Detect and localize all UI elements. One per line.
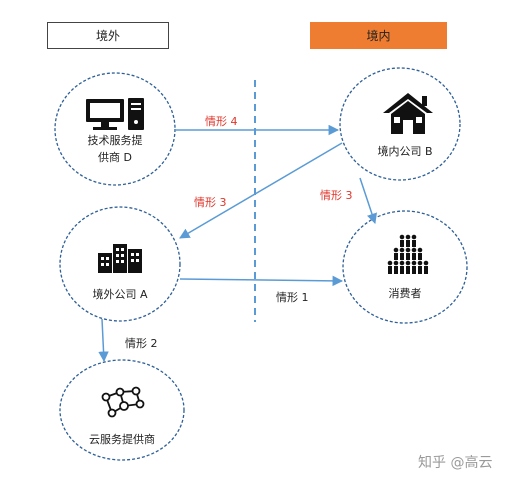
node-company-a-circle (59, 206, 181, 322)
arrow-case1 (179, 275, 344, 287)
case3-right-label: 情形 3 (320, 189, 353, 202)
node-company-b-circle (339, 67, 461, 181)
node-company-a-label: 境外公司 A (92, 288, 148, 301)
case1-label: 情形 1 (276, 291, 309, 304)
node-cloud-provider-label: 云服务提供商 (89, 433, 155, 446)
node-consumers-label: 消费者 (388, 287, 422, 300)
network-icon (101, 386, 145, 418)
arrow-case3-left (179, 142, 343, 239)
people-crowd-icon (387, 234, 429, 274)
node-consumers-circle (342, 210, 468, 324)
node-supplier-d-label: 技术服务提 供商 D (70, 132, 160, 166)
arrow-case2 (98, 318, 109, 363)
node-supplier-d-label-line2: 供商 D (98, 151, 132, 164)
case2-label: 情形 2 (125, 337, 158, 350)
node-cloud-provider-circle (59, 359, 185, 461)
case4-label: 情形 4 (205, 115, 238, 128)
arrow-case3-right (359, 177, 377, 224)
node-company-b-label: 境内公司 B (377, 145, 433, 158)
node-supplier-d-label-line1: 技术服务提 (87, 134, 143, 147)
house-icon (383, 93, 433, 134)
header-overseas: 境外 (47, 22, 169, 49)
computer-icon (86, 98, 144, 130)
header-domestic-label: 境内 (366, 29, 391, 43)
case3-left-label: 情形 3 (194, 196, 227, 209)
watermark: 知乎 @高云 (418, 455, 493, 471)
header-overseas-label: 境外 (95, 29, 120, 43)
header-domestic: 境内 (310, 22, 447, 49)
node-supplier-d-circle (54, 72, 176, 186)
buildings-icon (98, 244, 142, 273)
